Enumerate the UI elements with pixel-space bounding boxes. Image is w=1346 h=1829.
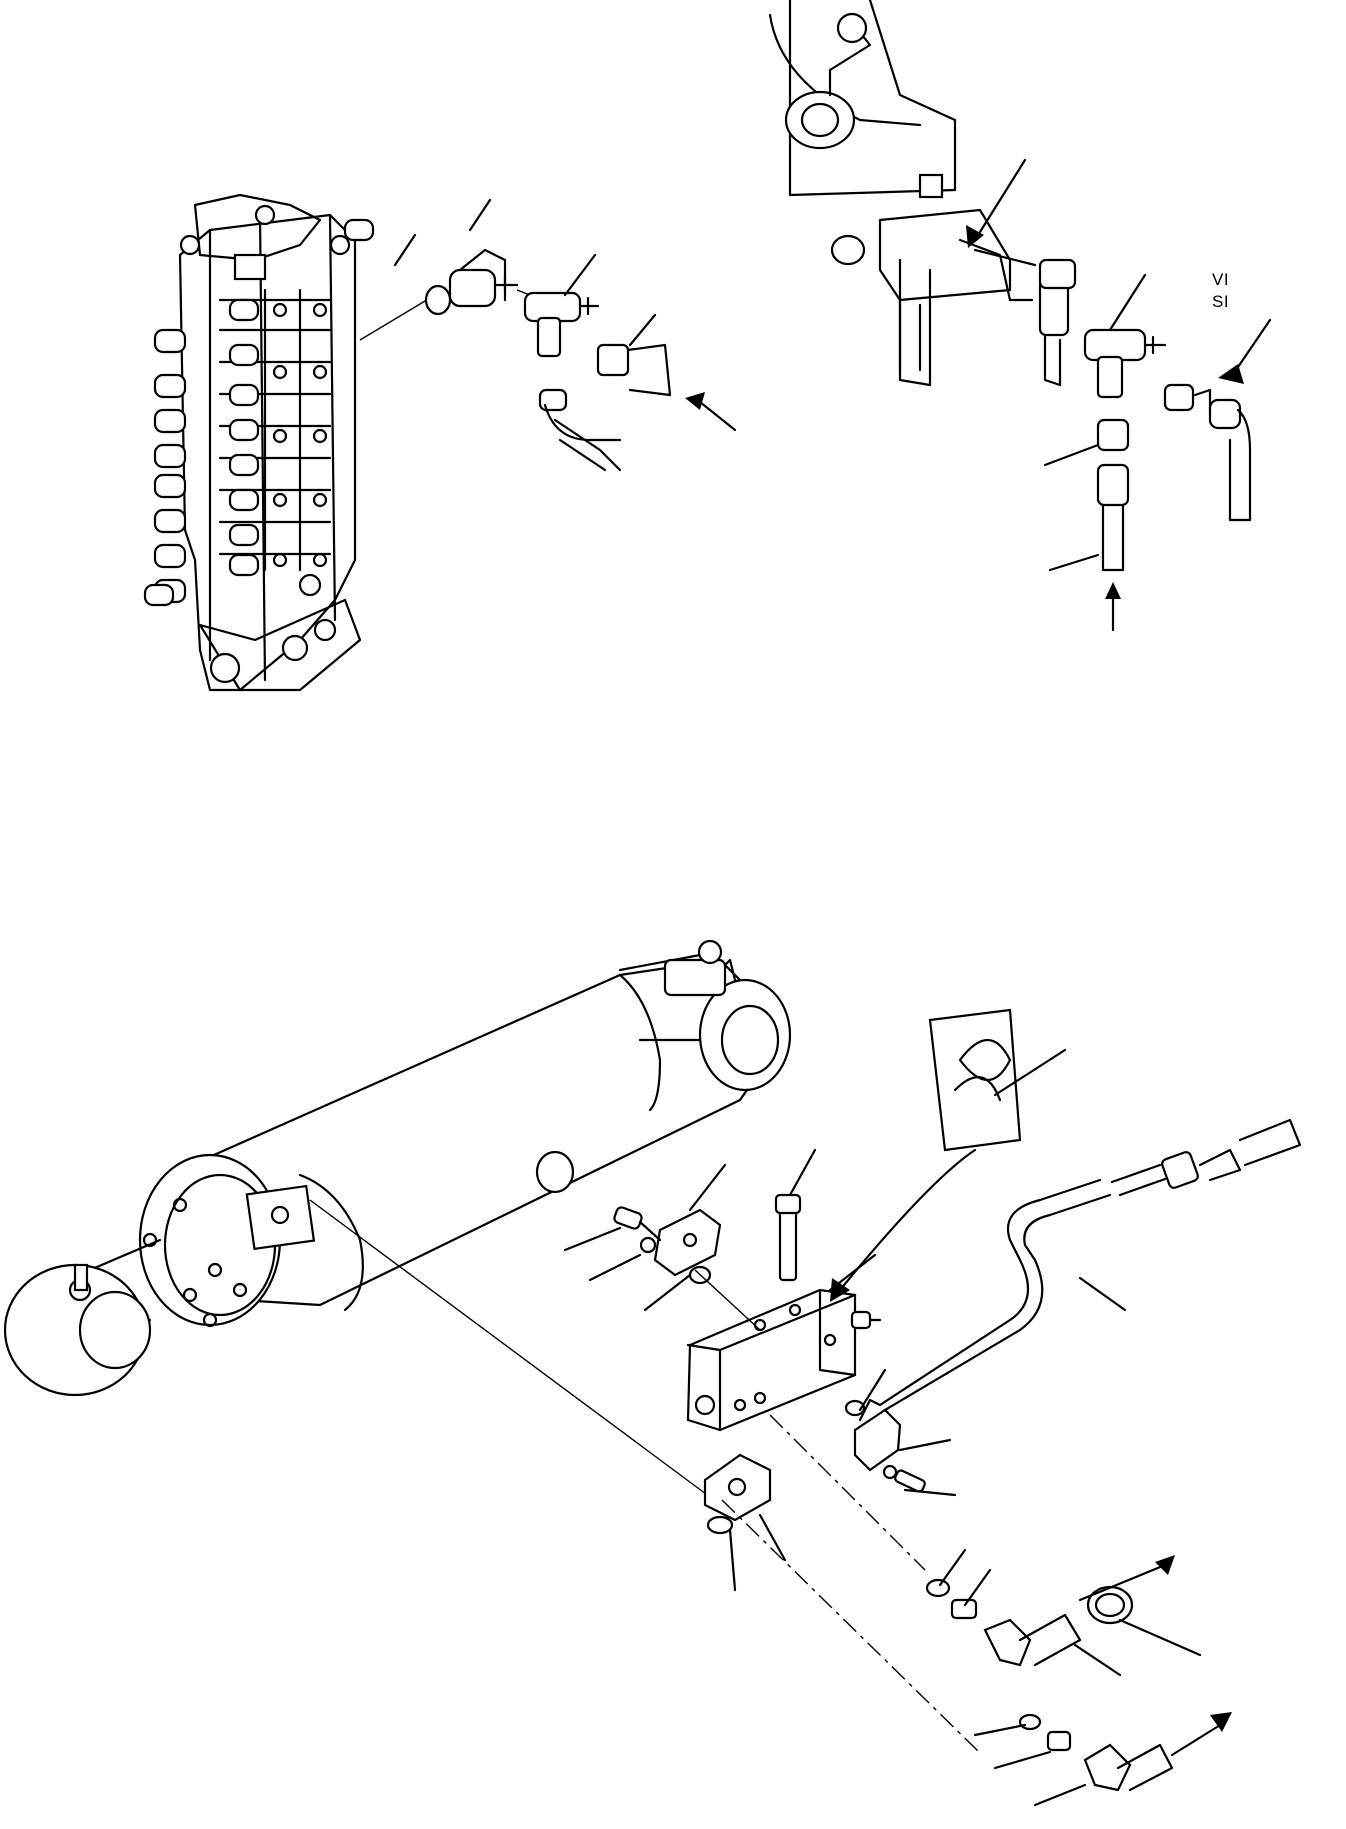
pipe-flange-right xyxy=(853,1408,902,1472)
tee-fitting-1 xyxy=(523,291,600,358)
hydraulic-cylinder xyxy=(3,939,792,1498)
elbow-hose-right xyxy=(1208,398,1252,522)
valve-port-plugs xyxy=(143,204,375,607)
tee-fitting-2 xyxy=(1083,328,1167,399)
flange-plate-top xyxy=(653,1208,722,1277)
valve-fittings-explode xyxy=(359,198,737,472)
elbow-hose-bottom-2 xyxy=(1083,1743,1174,1792)
tank-connection-assembly xyxy=(768,0,1272,632)
elbow-hose-bottom-1 xyxy=(983,1613,1082,1667)
control-valve-assembly xyxy=(143,193,375,692)
flange-plate-bottom xyxy=(703,1453,772,1522)
elbow-fitting-1 xyxy=(448,248,519,308)
leader-lines xyxy=(563,1048,1202,1807)
view-label-line2: SI xyxy=(1212,292,1230,311)
valve-block-assembly xyxy=(613,1008,1302,1792)
view-label-line1: VI xyxy=(1212,270,1230,289)
o-ring-1 xyxy=(424,284,452,316)
long-bolt xyxy=(778,1203,798,1282)
adapter-1 xyxy=(596,343,672,397)
hose-clamp xyxy=(1086,1585,1134,1625)
cushion-valve-package xyxy=(928,1008,1022,1152)
